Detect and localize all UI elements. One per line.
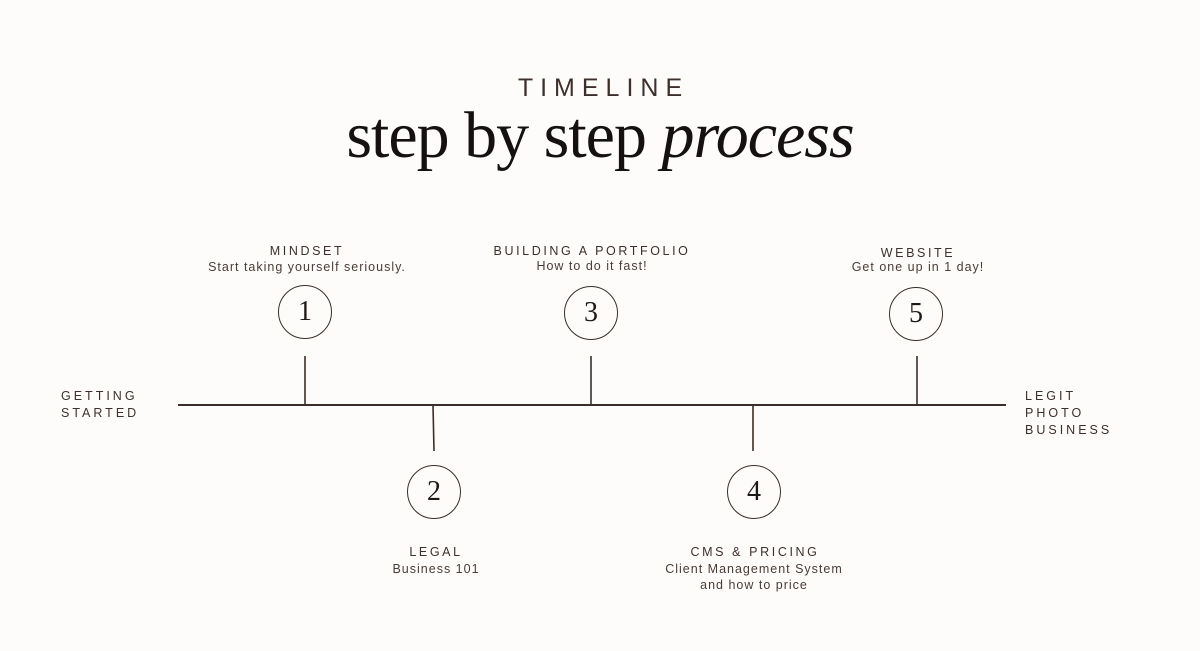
step-4-title: CMS & PRICING [690,545,820,559]
start-label-line: STARTED [61,406,140,420]
start-label-line: GETTING [61,389,138,403]
headline-accent: process [661,99,854,172]
step-5-description: Get one up in 1 day! [851,260,985,274]
step-1-description: Start taking yourself seriously. [208,260,406,274]
step-3-description: How to do it fast! [536,259,648,273]
step-4-number: 4 [747,476,761,507]
step-3-number: 3 [584,297,598,328]
step-1-number: 1 [298,296,312,327]
end-label: LEGIT PHOTO BUSINESS [1025,388,1165,439]
step-2-description: Business 101 [392,562,480,576]
step-4-description-line-2: and how to price [700,578,808,592]
step-3-number-circle: 3 [564,286,618,340]
step-2-title: LEGAL [409,545,463,559]
step-5-number: 5 [909,298,923,329]
end-label-line: LEGIT [1025,389,1077,403]
step-4-number-circle: 4 [727,465,781,519]
page-title: step by step process [0,96,1200,176]
step-4-description-line-1: Client Management System [665,562,843,576]
start-label: GETTING STARTED [61,388,201,422]
step-2-number: 2 [427,476,441,507]
headline-regular: step by step [346,99,647,172]
step-1-number-circle: 1 [278,285,332,339]
step-3-title: BUILDING A PORTFOLIO [493,244,691,258]
end-label-line: PHOTO [1025,406,1085,420]
eyebrow-title: TIMELINE [517,74,690,102]
step-1-title: MINDSET [269,244,345,258]
step-5-number-circle: 5 [889,287,943,341]
end-label-line: BUSINESS [1025,423,1113,437]
step-2-connector [432,404,435,452]
step-2-number-circle: 2 [407,465,461,519]
step-5-title: WEBSITE [880,246,956,260]
